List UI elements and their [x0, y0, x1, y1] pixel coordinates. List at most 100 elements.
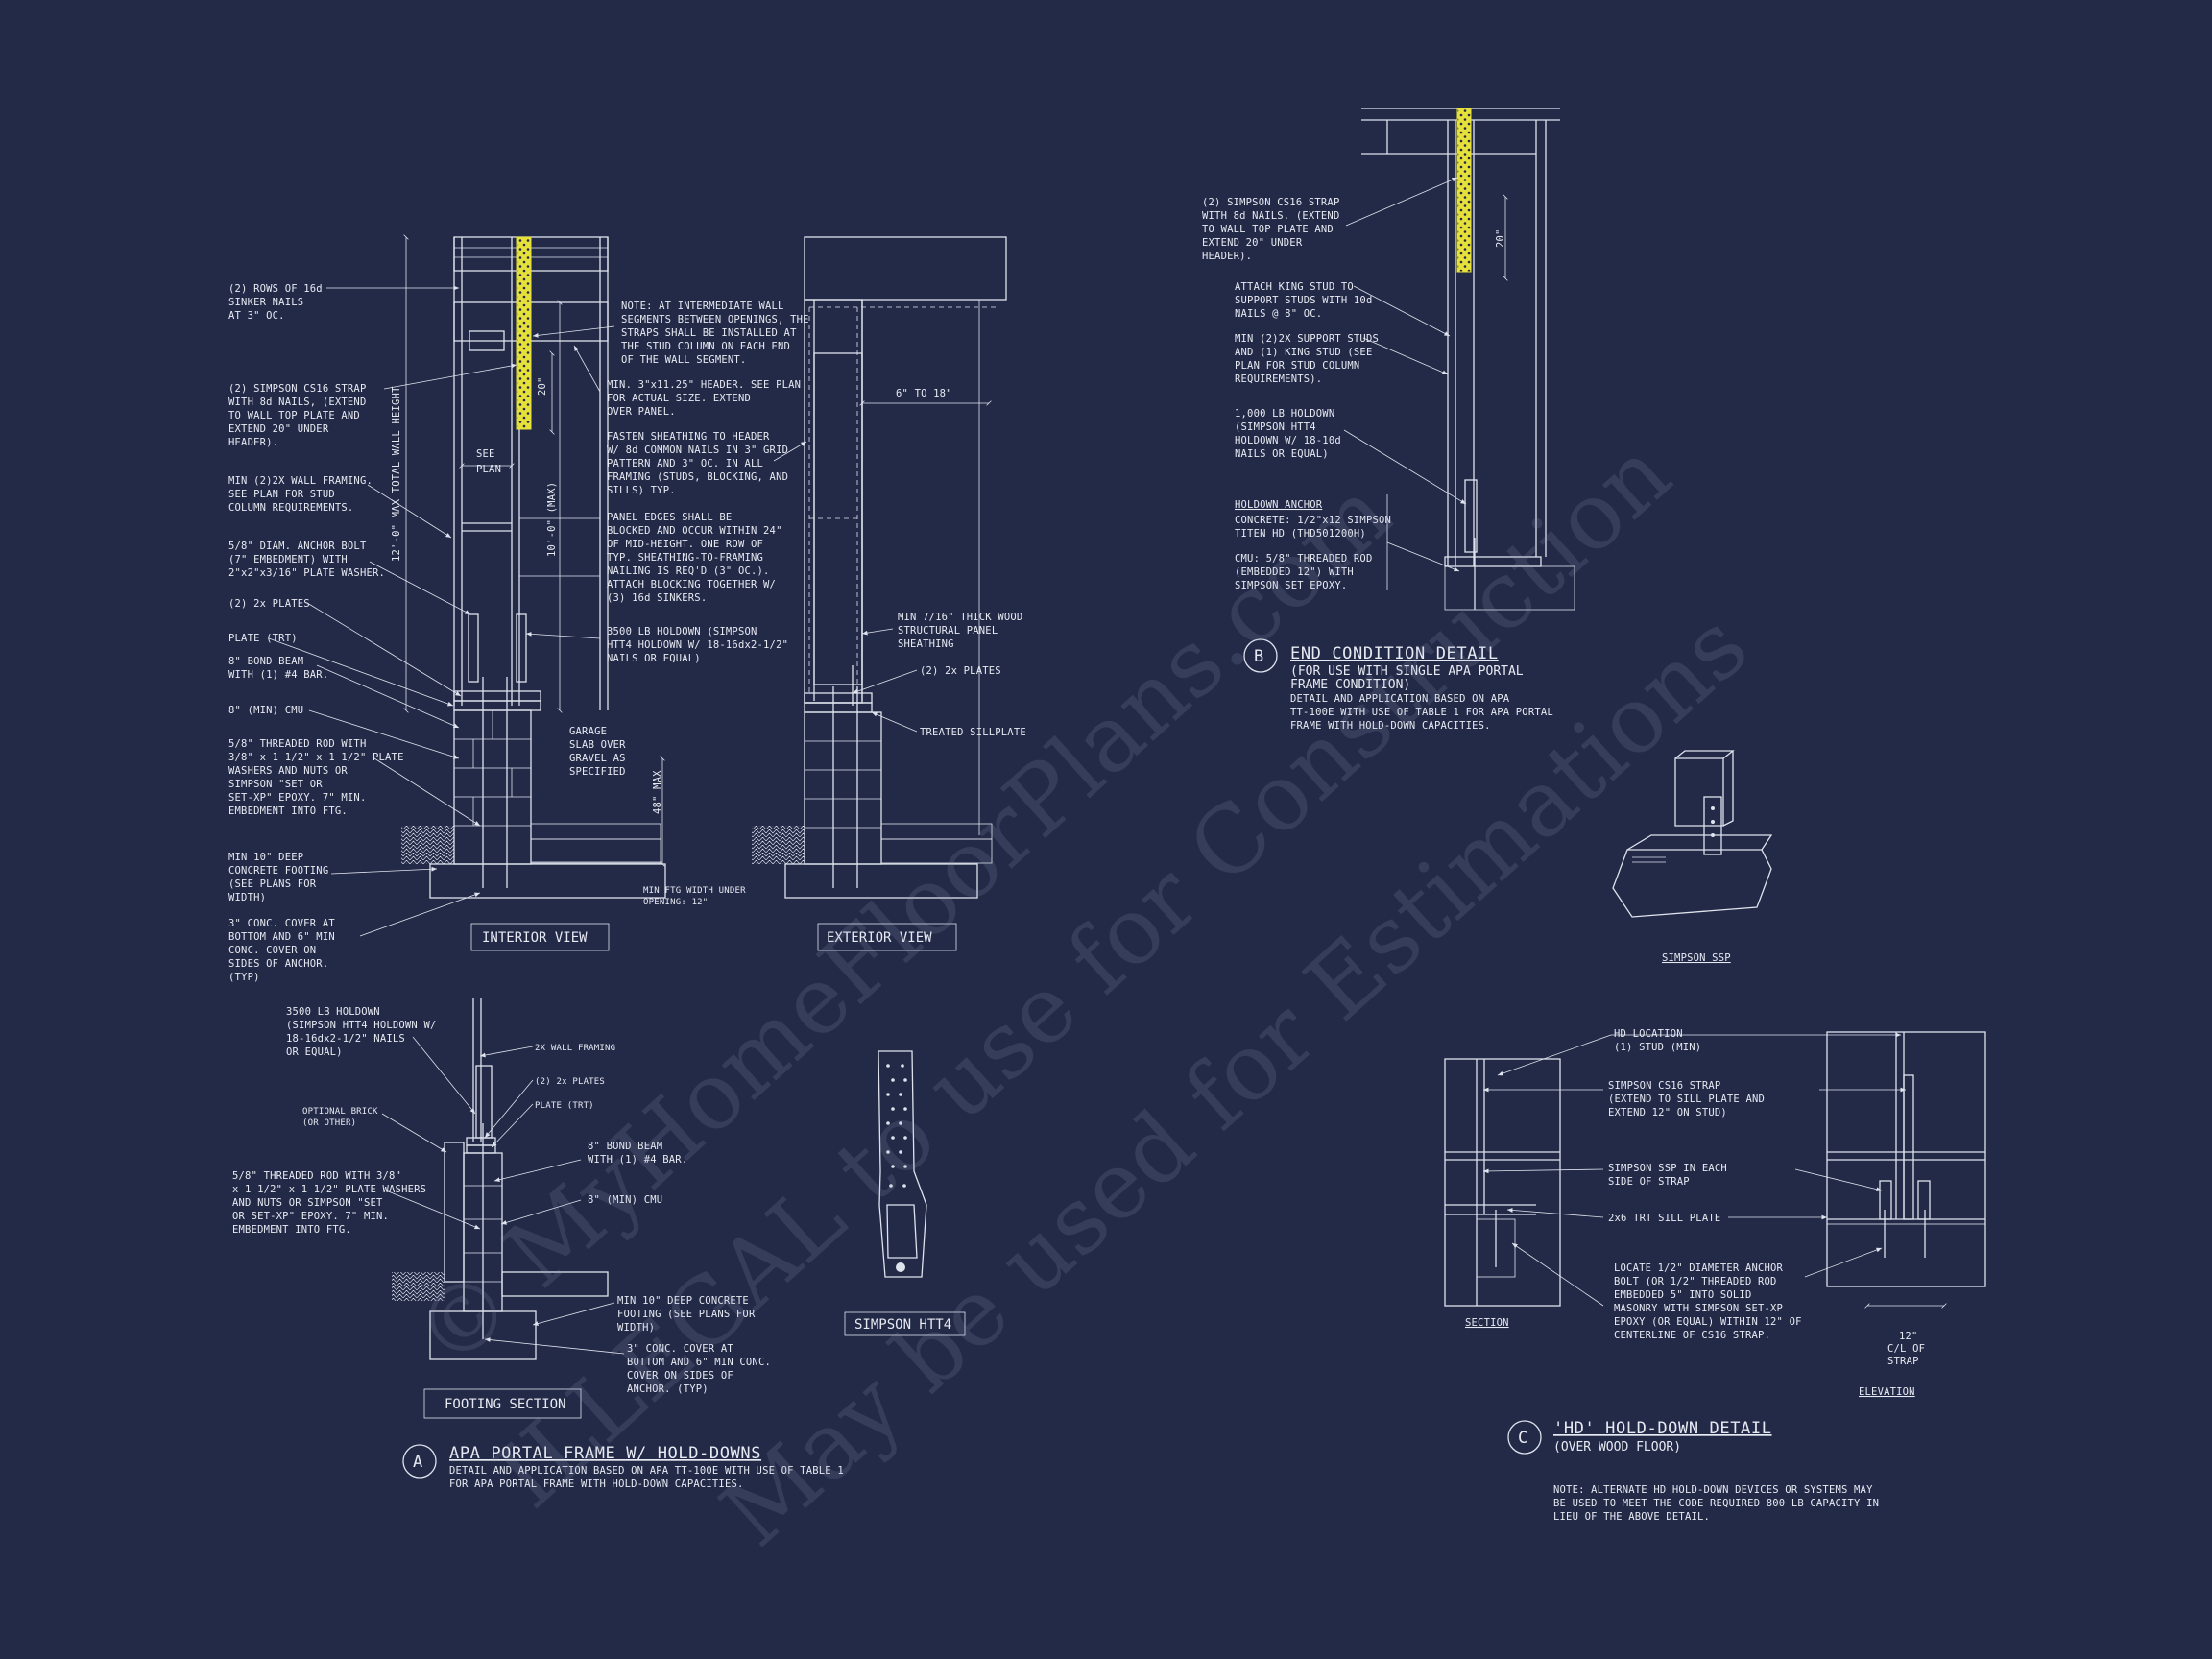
detail-c-footnote-3: LIEU OF THE ABOVE DETAIL. — [1553, 1511, 1710, 1523]
detail-c-marker-circle — [1507, 1420, 1542, 1455]
note-m0-0: NOTE: AT INTERMEDIATE WALL — [621, 301, 784, 312]
note-l8-4: SET-XP" EPOXY. 7" MIN. — [228, 792, 366, 804]
note-e2-0: TREATED SILLPLATE — [920, 727, 1026, 738]
note-m2-1: W/ 8d COMMON NAILS IN 3" GRID — [607, 445, 788, 456]
detail-a-desc-2: FOR APA PORTAL FRAME WITH HOLD-DOWN CAPA… — [449, 1479, 744, 1490]
note-l9-3: WIDTH) — [228, 892, 266, 903]
note-l2-1: SEE PLAN FOR STUD — [228, 489, 335, 500]
note-l8-0: 5/8" THREADED ROD WITH — [228, 738, 366, 750]
note-l10-2: CONC. COVER ON — [228, 945, 316, 956]
cmu-wall-exterior — [804, 711, 882, 865]
interior-view-label: INTERIOR VIEW — [482, 930, 588, 946]
holdown-anchor-0: CONCRETE: 1/2"x12 SIMPSON — [1235, 515, 1391, 526]
note-l2-0: MIN (2)2X WALL FRAMING. — [228, 475, 373, 487]
note-m2-2: PATTERN AND 3" OC. IN ALL — [607, 458, 763, 469]
note-b1-1: SUPPORT STUDS WITH 10d — [1235, 295, 1372, 306]
note-l8-5: EMBEDMENT INTO FTG. — [228, 805, 348, 817]
note-c1-2: EXTEND 12" ON STUD) — [1608, 1107, 1727, 1118]
exterior-view-drawing — [752, 236, 1007, 899]
note-l10-1: BOTTOM AND 6" MIN — [228, 931, 335, 943]
footing-notes: 3500 LB HOLDOWN (SIMPSON HTT4 HOLDOWN W/… — [232, 1006, 771, 1395]
simpson-htt4-label: SIMPSON HTT4 — [854, 1317, 951, 1333]
note-f6-3: OR SET-XP" EPOXY. 7" MIN. — [232, 1211, 389, 1222]
note-l7-0: 8" (MIN) CMU — [228, 705, 303, 716]
simpson-ssp-label: SIMPSON SSP — [1662, 952, 1731, 964]
note-m5-3: SPECIFIED — [569, 766, 626, 778]
detail-a-desc-1: DETAIL AND APPLICATION BASED ON APA TT-1… — [449, 1465, 844, 1477]
detail-b-notes: (2) SIMPSON CS16 STRAP WITH 8d NAILS. (E… — [1202, 197, 1391, 591]
note-m1-2: OVER PANEL. — [607, 406, 676, 418]
note-m2-0: FASTEN SHEATHING TO HEADER — [607, 431, 770, 443]
note-m3-4: NAILING IS REQ'D (3" OC.). — [607, 565, 770, 577]
note-l6-1: WITH (1) #4 BAR. — [228, 669, 328, 681]
note-b3-0: 1,000 LB HOLDOWN — [1235, 408, 1334, 420]
note-c2-1: SIDE OF STRAP — [1608, 1176, 1690, 1188]
note-b3-2: HOLDOWN W/ 18-10d — [1235, 435, 1341, 446]
header-exterior — [804, 236, 1007, 301]
footing-section-label: FOOTING SECTION — [445, 1397, 565, 1412]
note-l10-0: 3" CONC. COVER AT — [228, 918, 335, 929]
note-l0-2: AT 3" OC. — [228, 310, 285, 322]
dim-c-3: STRAP — [1887, 1356, 1919, 1367]
note-e0-0: MIN 7/16" THICK WOOD — [898, 612, 1022, 623]
interior-left-notes: (2) ROWS OF 16d SINKER NAILS AT 3" OC. (… — [228, 283, 403, 983]
note-c0-1: (1) STUD (MIN) — [1614, 1042, 1701, 1053]
dim-see-plan-2: PLAN — [476, 464, 501, 475]
dim-wall-height: 10'-0" (MAX) — [546, 482, 558, 557]
note-f4-0: OPTIONAL BRICK — [302, 1107, 378, 1117]
dim-c-1: 12" — [1899, 1331, 1918, 1342]
note-c1-0: SIMPSON CS16 STRAP — [1608, 1080, 1720, 1092]
note-b2-2: PLAN FOR STUD COLUMN — [1235, 360, 1359, 372]
note-l10-4: (TYP) — [228, 972, 260, 983]
holdown-anchor-title: HOLDOWN ANCHOR — [1235, 499, 1323, 511]
detail-b-marker: B — [1254, 647, 1264, 666]
note-f0-0: 3500 LB HOLDOWN — [286, 1006, 380, 1018]
interior-mid-notes: NOTE: AT INTERMEDIATE WALL SEGMENTS BETW… — [569, 301, 808, 778]
section-outline — [1444, 1058, 1561, 1307]
note-f3-0: PLATE (TRT) — [535, 1101, 594, 1111]
elevation-label: ELEVATION — [1859, 1386, 1915, 1398]
watermark-line-1: © MyHomeFloorPlans.com — [394, 459, 1410, 1389]
simpson-htt4-box — [844, 1311, 966, 1336]
note-l4-0: (2) 2x PLATES — [228, 598, 310, 610]
note-l1-0: (2) SIMPSON CS16 STRAP — [228, 383, 366, 395]
detail-b-desc-1: DETAIL AND APPLICATION BASED ON APA — [1290, 693, 1510, 705]
note-f8-2: WIDTH) — [617, 1322, 655, 1334]
note-m0-4: OF THE WALL SEGMENT. — [621, 354, 746, 366]
note-m5-0: GARAGE — [569, 726, 607, 737]
note-b0-3: EXTEND 20" UNDER — [1202, 237, 1303, 249]
exterior-view-box — [817, 923, 957, 951]
note-b2-3: REQUIREMENTS). — [1235, 373, 1322, 385]
leader-lines — [268, 177, 1906, 1355]
note-l9-0: MIN 10" DEEP — [228, 852, 303, 863]
note-e1-0: (2) 2x PLATES — [920, 665, 1001, 677]
cs16-strap-end — [1456, 108, 1472, 273]
dim-end-strap: 20" — [1495, 228, 1506, 248]
footing-section-drawing — [392, 998, 609, 1360]
concrete-footing-exterior — [784, 863, 978, 899]
note-f9-1: BOTTOM AND 6" MIN CONC. — [627, 1357, 771, 1368]
detail-a-title-block: A APA PORTAL FRAME W/ HOLD-DOWNS DETAIL … — [402, 1444, 844, 1490]
note-l3-2: 2"x2"x3/16" PLATE WASHER. — [228, 567, 385, 579]
exterior-view-label: EXTERIOR VIEW — [827, 930, 932, 946]
note-l9-2: (SEE PLANS FOR — [228, 878, 317, 890]
note-f9-3: ANCHOR. (TYP) — [627, 1383, 709, 1395]
note-l5-0: PLATE (TRT) — [228, 633, 298, 644]
note-f6-2: AND NUTS OR SIMPSON "SET — [232, 1197, 383, 1209]
detail-c-footnote-2: BE USED TO MEET THE CODE REQUIRED 800 LB… — [1553, 1498, 1879, 1509]
cmu-note-2: SIMPSON SET EPOXY. — [1235, 580, 1347, 591]
note-f4-1: (OR OTHER) — [302, 1118, 356, 1128]
interior-view-drawing — [401, 234, 666, 899]
note-l9-1: CONCRETE FOOTING — [228, 865, 328, 877]
note-f7-0: 8" (MIN) CMU — [588, 1194, 662, 1206]
note-c2-0: SIMPSON SSP IN EACH — [1608, 1163, 1727, 1174]
note-m5-1: SLAB OVER — [569, 739, 626, 751]
exterior-notes: MIN 7/16" THICK WOOD STRUCTURAL PANEL SH… — [898, 612, 1026, 738]
note-l1-3: EXTEND 20" UNDER — [228, 423, 329, 435]
note-f5-1: WITH (1) #4 BAR. — [588, 1154, 687, 1166]
note-b0-4: HEADER). — [1202, 251, 1252, 262]
detail-c-sub: (OVER WOOD FLOOR) — [1553, 1440, 1681, 1455]
note-m1-0: MIN. 3"x11.25" HEADER. SEE PLAN — [607, 379, 801, 391]
note-m5-2: GRAVEL AS — [569, 753, 626, 764]
